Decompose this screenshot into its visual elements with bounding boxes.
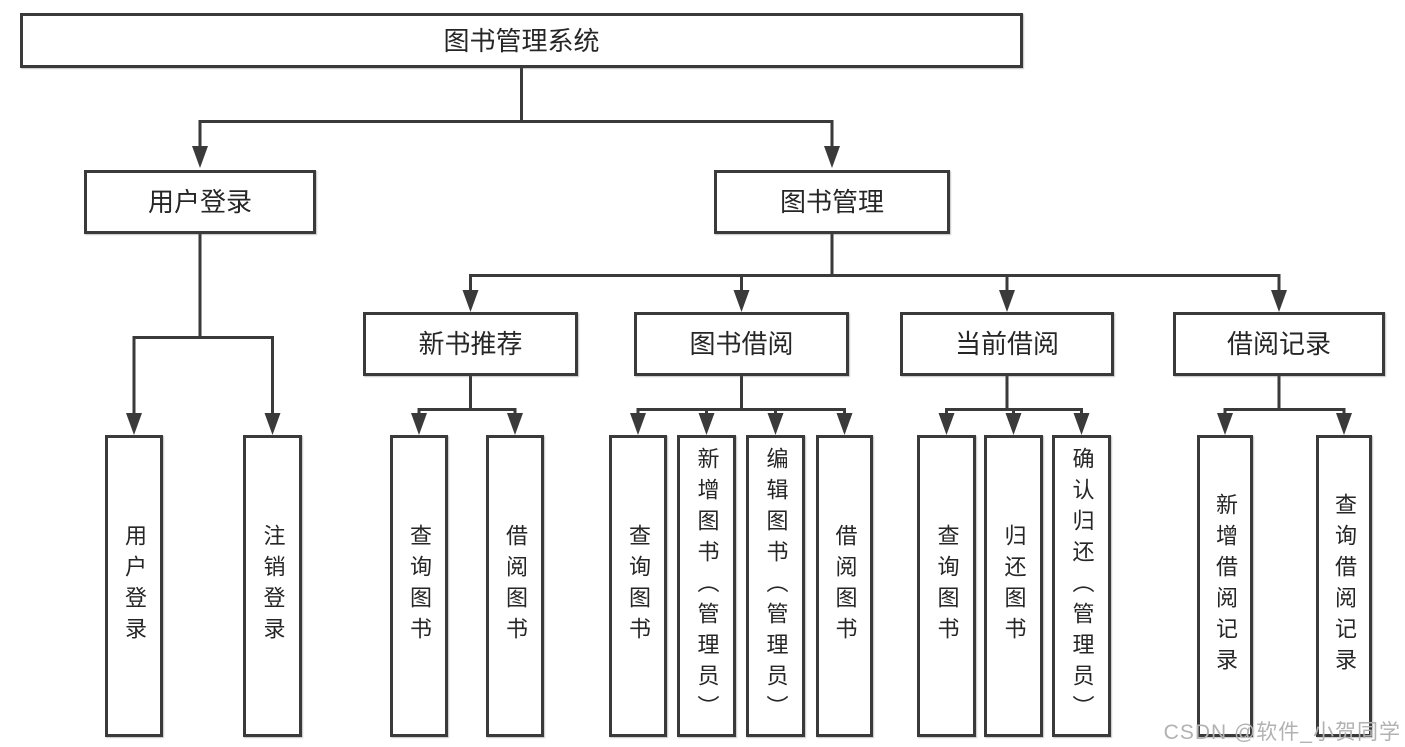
node-root-label: 图书管理系统 (443, 25, 600, 56)
leaf-return-books-label: 归还图书 (1001, 524, 1027, 648)
leaf-borrow-books-newbook: 借阅图书 (486, 435, 544, 737)
leaf-edit-books-admin: 编辑图书（管理员） (746, 435, 805, 737)
leaf-edit-books-admin-label: 编辑图书（管理员） (763, 446, 789, 726)
node-root: 图书管理系统 (20, 13, 1023, 68)
leaf-add-books-admin-label: 新增图书（管理员） (694, 446, 720, 726)
node-book-management: 图书管理 (714, 170, 950, 234)
leaf-user-login-label: 用户登录 (122, 524, 147, 648)
leaf-add-borrow-record: 新增借阅记录 (1197, 435, 1253, 737)
leaf-borrow-books-borrowing: 借阅图书 (816, 435, 873, 737)
leaf-query-books-newbook: 查询图书 (390, 435, 448, 737)
leaf-logout-label: 注销登录 (260, 524, 286, 648)
leaf-confirm-return-admin-label: 确认归还（管理员） (1069, 446, 1095, 726)
leaf-query-books-borrowing-label: 查询图书 (626, 524, 651, 648)
node-current-borrowing: 当前借阅 (900, 312, 1114, 376)
node-borrowing-records-label: 借阅记录 (1226, 329, 1331, 359)
leaf-query-borrow-record-label: 查询借阅记录 (1332, 493, 1357, 679)
watermark: CSDN @软件_小贺同学 (1163, 721, 1401, 744)
node-user-login: 用户登录 (84, 170, 316, 234)
leaf-query-books-current-label: 查询图书 (934, 524, 960, 648)
node-book-borrowing-label: 图书借阅 (689, 329, 794, 359)
leaf-query-books-newbook-label: 查询图书 (407, 524, 432, 648)
node-borrowing-records: 借阅记录 (1173, 312, 1385, 376)
leaf-add-books-admin: 新增图书（管理员） (677, 435, 736, 737)
leaf-query-books-borrowing: 查询图书 (609, 435, 667, 737)
node-new-book-recommendation: 新书推荐 (363, 312, 578, 376)
node-book-management-label: 图书管理 (779, 187, 884, 217)
node-user-login-label: 用户登录 (147, 187, 252, 217)
leaf-borrow-books-borrowing-label: 借阅图书 (832, 524, 858, 648)
node-current-borrowing-label: 当前借阅 (954, 329, 1059, 359)
leaf-return-books: 归还图书 (984, 435, 1043, 737)
leaf-add-borrow-record-label: 新增借阅记录 (1213, 493, 1238, 679)
leaf-query-books-current: 查询图书 (917, 435, 976, 737)
leaf-logout: 注销登录 (243, 435, 302, 737)
leaf-borrow-books-newbook-label: 借阅图书 (503, 524, 528, 648)
leaf-confirm-return-admin: 确认归还（管理员） (1052, 435, 1111, 737)
leaf-user-login: 用户登录 (105, 435, 163, 737)
leaf-query-borrow-record: 查询借阅记录 (1316, 435, 1372, 737)
node-book-borrowing: 图书借阅 (634, 312, 849, 376)
node-new-book-recommendation-label: 新书推荐 (418, 329, 523, 359)
